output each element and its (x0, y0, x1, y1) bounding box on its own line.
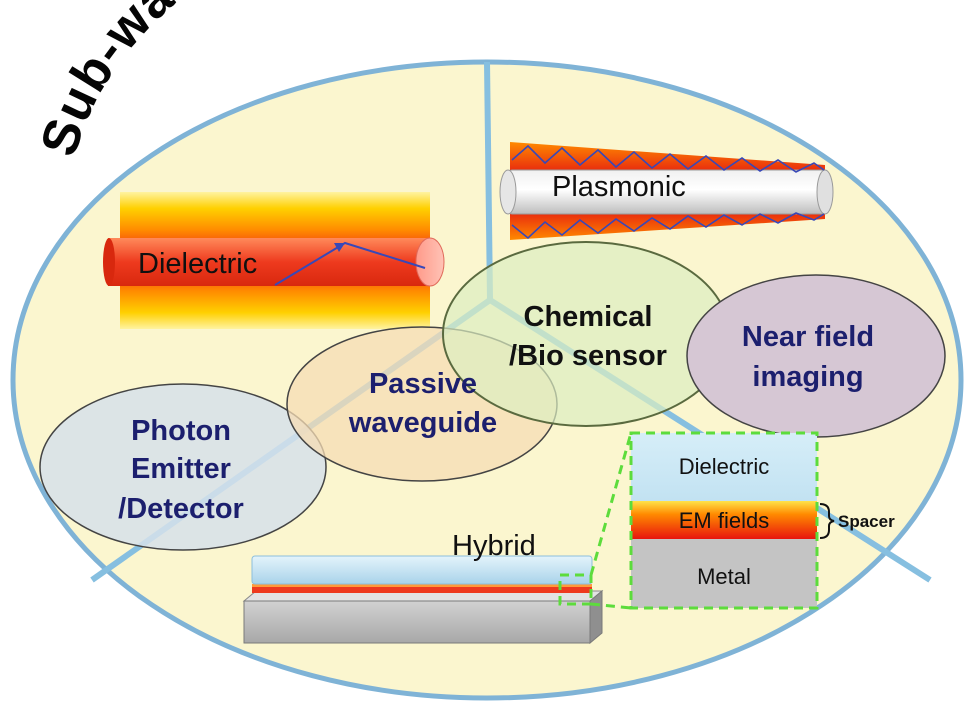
inset-dielectric-label: Dielectric (679, 454, 769, 479)
photon-label-line1: Photon (131, 415, 231, 447)
dielectric-label: Dielectric (138, 248, 257, 280)
passive-label-line2: waveguide (348, 407, 497, 439)
inset-metal-label: Metal (697, 564, 751, 589)
inset-cross-section (629, 431, 835, 610)
photon-label-line3: /Detector (118, 493, 244, 525)
photon-label-line2: Emitter (131, 453, 231, 485)
near-field-ellipse (686, 274, 946, 438)
chemical-sensor-ellipse (442, 241, 730, 427)
inset-em-fields-label: EM fields (679, 508, 769, 533)
hybrid-waveguide-illustration (242, 555, 604, 645)
zoom-indicator (558, 432, 633, 610)
near-field-label-line2: imaging (752, 361, 863, 393)
chemical-sensor-label: Chemical /Bio sensor (509, 301, 667, 372)
plasmonic-waveguide-illustration (499, 142, 834, 240)
plasmonic-label: Plasmonic (552, 171, 686, 203)
spacer-label: Spacer (838, 512, 895, 531)
passive-label-line1: Passive (369, 368, 477, 400)
passive-waveguide-label: Passive waveguide (348, 368, 497, 439)
near-field-label: Near field imaging (742, 321, 874, 393)
photon-emitter-ellipse (39, 383, 327, 551)
hybrid-label: Hybrid (452, 530, 536, 562)
chemical-label-line2: /Bio sensor (509, 340, 667, 372)
dielectric-waveguide-illustration (103, 192, 445, 329)
chemical-label-line1: Chemical (524, 301, 653, 333)
photon-emitter-label: Photon Emitter /Detector (118, 415, 244, 525)
near-field-label-line1: Near field (742, 321, 874, 353)
